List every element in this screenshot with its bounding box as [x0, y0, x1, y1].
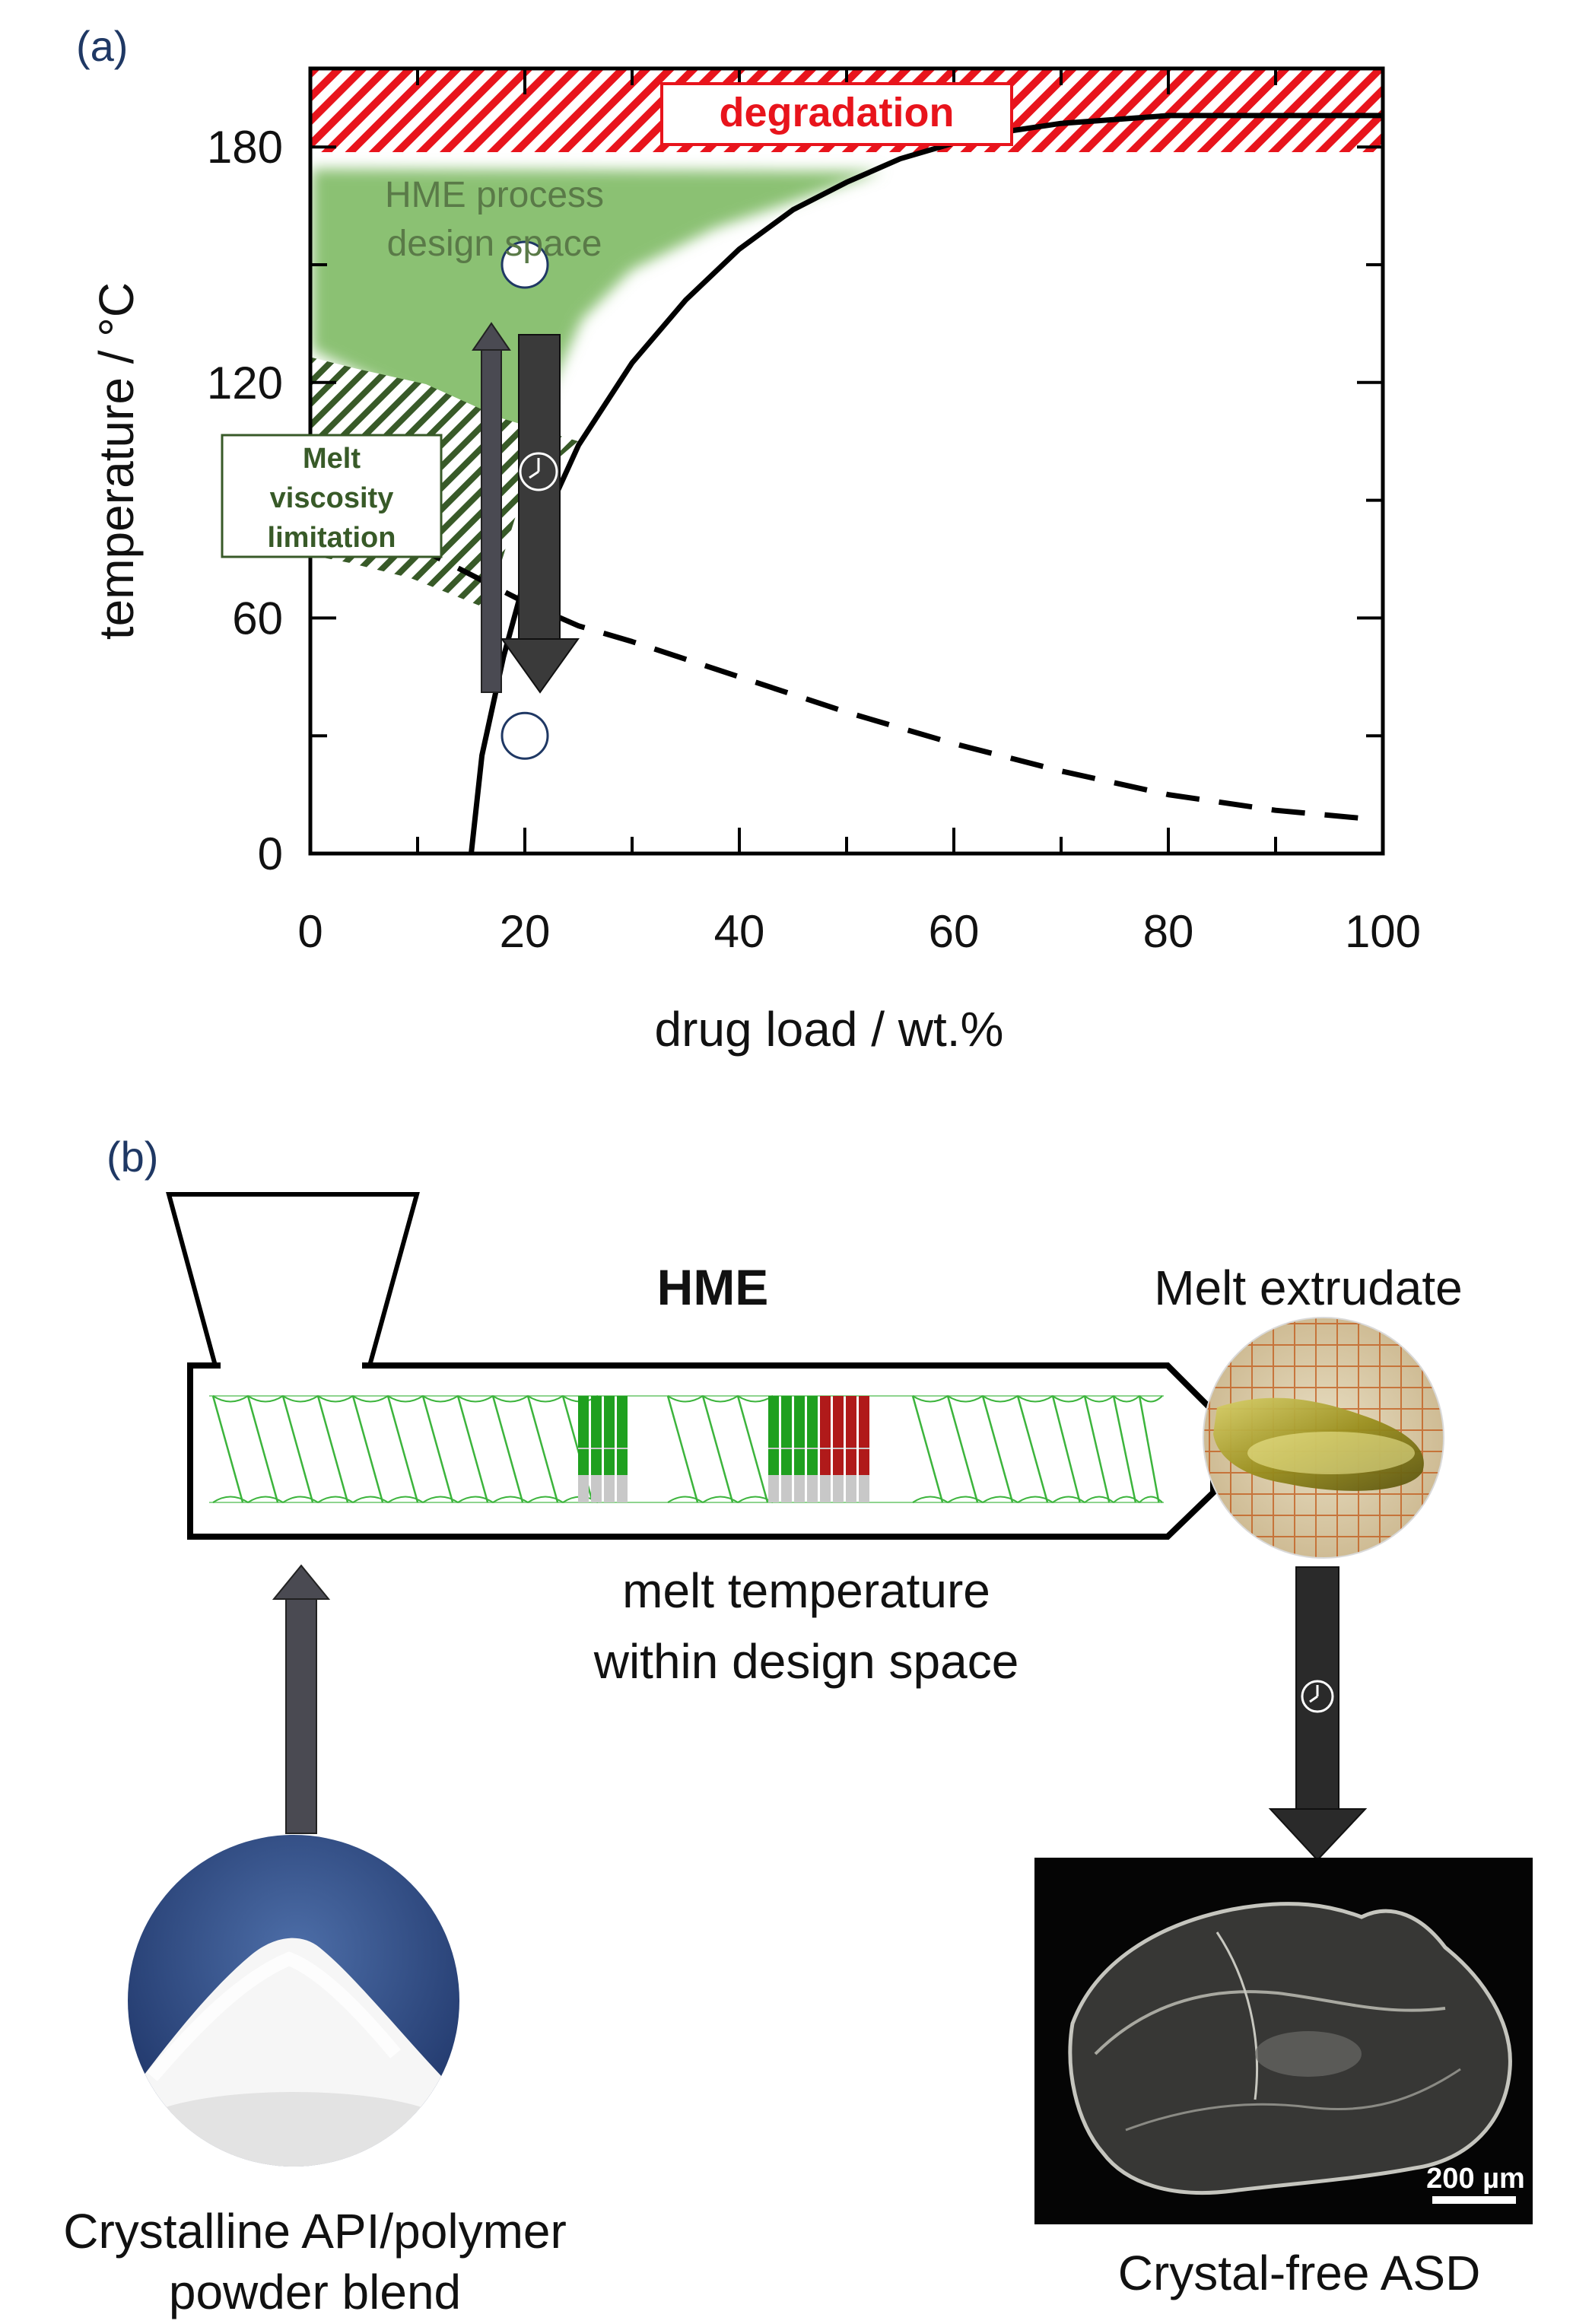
cooling-output-arrow: [1268, 1566, 1368, 1861]
x-tick-label: 100: [1345, 906, 1421, 957]
state-point: [500, 711, 549, 760]
x-tick-label: 20: [500, 906, 551, 957]
x-tick-label: 80: [1143, 906, 1194, 957]
y-tick-label: 180: [207, 122, 283, 173]
clock-icon: [519, 452, 558, 491]
powder-blend-image: [128, 1835, 459, 2167]
viscosity-label-box: [221, 434, 443, 558]
input-label-line1: Crystalline API/polymer: [63, 2204, 567, 2259]
hme-label: HME: [657, 1259, 769, 1315]
plot-area: [310, 70, 1383, 609]
viscosity-label-line3: limitation: [268, 522, 396, 554]
state-point: [500, 240, 549, 289]
cooling-arrow: [500, 334, 580, 694]
viscosity-label-line1: Melt: [303, 443, 361, 475]
design-space-label-line2: design space: [387, 224, 602, 264]
melt-extrudate-label: Melt extrudate: [1154, 1261, 1463, 1315]
y-axis-label: temperature / °C: [89, 282, 144, 640]
degradation-label-box: [660, 82, 1013, 146]
heating-arrow: [472, 322, 511, 693]
clock-icon: [1301, 1680, 1334, 1713]
viscosity-label-line2: viscosity: [270, 482, 394, 514]
melt-temperature-label-line2: within design space: [593, 1634, 1019, 1689]
y-tick-label: 120: [207, 358, 283, 409]
hopper: [166, 1192, 420, 1368]
x-tick-label: 40: [714, 906, 765, 957]
feed-arrow: [272, 1564, 331, 1834]
output-label: Crystal-free ASD: [1118, 2246, 1481, 2300]
x-tick-label: 60: [929, 906, 980, 957]
design-space-label-line1: HME process: [385, 175, 604, 215]
panel-b-label: (b): [106, 1133, 158, 1181]
degradation-label: degradation: [719, 90, 954, 135]
input-label-line2: powder blend: [169, 2265, 461, 2319]
kneading-blocks: [578, 1396, 869, 1502]
melt-temperature-label-line1: melt temperature: [622, 1563, 990, 1618]
design-space-region: [312, 169, 882, 472]
asd-micrograph: 200 µm: [1034, 1858, 1533, 2224]
y-tick-label: 60: [232, 593, 283, 644]
y-tick-label: 0: [258, 828, 283, 879]
extruder-barrel: [187, 1362, 1216, 1540]
scale-bar-label: 200 µm: [1426, 2163, 1525, 2195]
panel-a-label: (a): [76, 22, 128, 70]
dashed-curve: [309, 505, 1362, 822]
axis-ticks: 0 20 40 60 80 100 0 60 120 180: [207, 68, 1421, 957]
x-axis-label: drug load / wt.%: [655, 1002, 1004, 1057]
x-tick-label: 0: [297, 906, 323, 957]
melt-extrudate-image: [1203, 1317, 1444, 1559]
